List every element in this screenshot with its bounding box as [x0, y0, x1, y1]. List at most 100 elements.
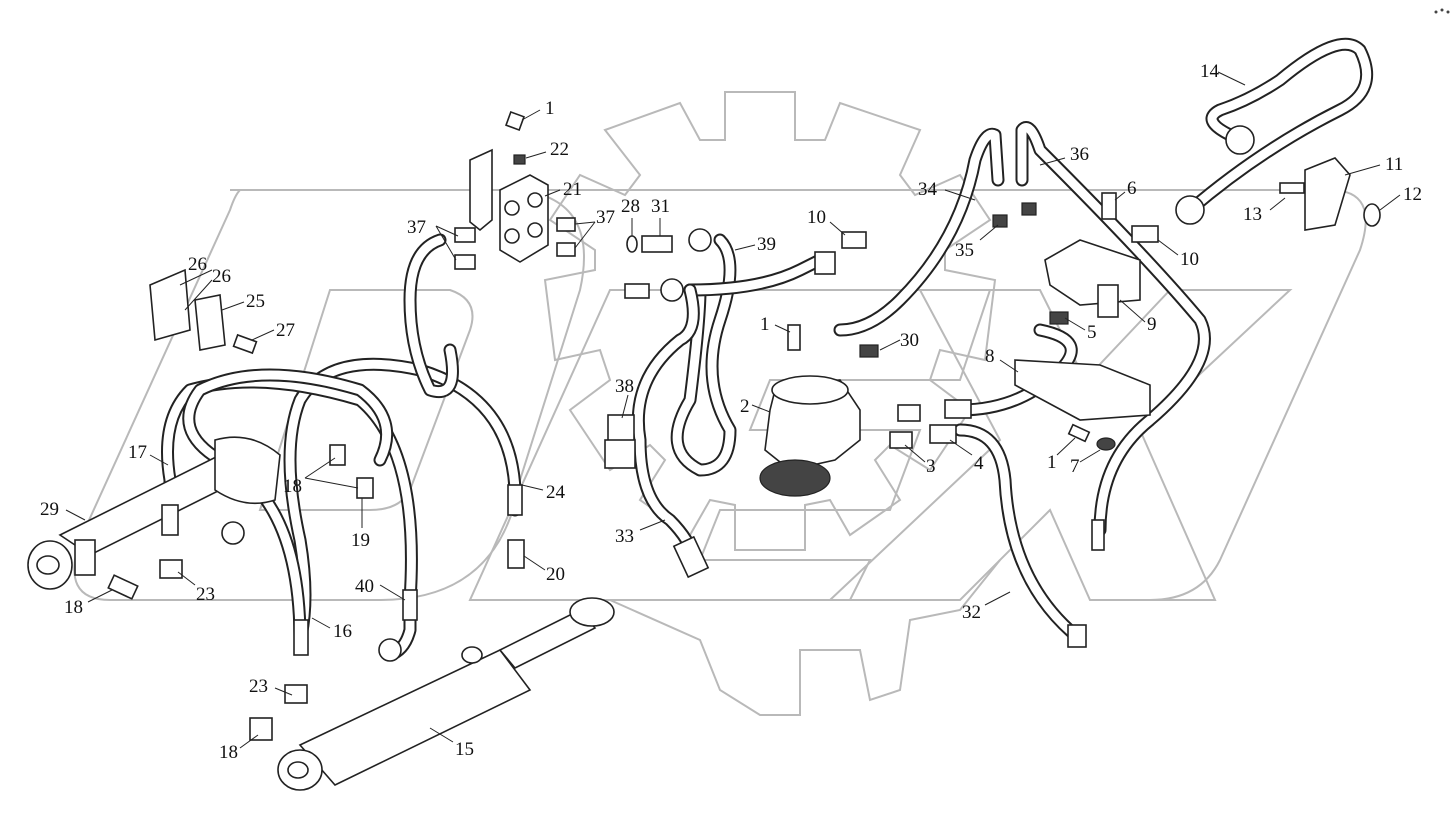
callout-label: 22 — [550, 139, 569, 160]
bolt-27 — [232, 333, 258, 355]
bracket-9 — [1044, 239, 1141, 306]
callout-label: 10 — [1180, 249, 1199, 270]
leader — [239, 734, 259, 749]
leader — [435, 225, 459, 261]
callout-label: 37 — [596, 207, 615, 228]
fitting-center — [624, 283, 650, 299]
leader — [979, 224, 999, 241]
nut-40 — [378, 638, 402, 662]
valve-port — [527, 192, 543, 208]
leader — [251, 329, 275, 341]
watermark-gear-lower — [609, 559, 1001, 716]
bolt-13 — [1279, 182, 1305, 194]
leader — [1157, 239, 1179, 256]
leader — [1379, 194, 1401, 211]
fitting-35 — [992, 214, 1008, 228]
hose-33-inner — [633, 285, 700, 565]
leader — [311, 617, 331, 629]
callout-label: 24 — [546, 482, 566, 503]
elbow-18-upper — [107, 574, 139, 600]
cylinder-15-eye-top — [569, 597, 615, 627]
leader — [999, 359, 1019, 373]
leader — [179, 269, 213, 311]
hose-24-inner — [285, 359, 520, 645]
leader — [984, 591, 1011, 606]
oring-12 — [1363, 203, 1381, 227]
fitting-30 — [859, 344, 879, 358]
callout-label: 40 — [355, 576, 374, 597]
fitting-5 — [1049, 311, 1069, 325]
fitting-20 — [507, 539, 525, 569]
flange-11 — [1304, 157, 1351, 231]
fitting-38b — [604, 439, 636, 469]
cylinder-15-eye-hole — [287, 761, 309, 779]
callout-label: 20 — [546, 564, 565, 585]
callout-label: 8 — [985, 346, 995, 367]
fitting-4 — [929, 424, 957, 444]
callout-label: 23 — [249, 676, 268, 697]
corner-mark — [1434, 8, 1450, 14]
callout-label: 38 — [615, 376, 634, 397]
leader — [1344, 164, 1381, 176]
leader — [523, 555, 546, 571]
nut-right — [1175, 195, 1205, 225]
callout-label: 9 — [1147, 314, 1157, 335]
leader — [521, 109, 541, 121]
leader — [65, 509, 86, 521]
callout-label: 10 — [807, 207, 826, 228]
fitting-3 — [889, 431, 913, 449]
leader — [1056, 437, 1076, 456]
callout-label: 26 — [188, 254, 207, 275]
leader — [621, 394, 629, 419]
bolt-1-mid — [787, 324, 801, 351]
valve-port — [504, 200, 520, 216]
callout-labels: 1 22 21 28 31 37 37 39 10 34 36 35 6 14 … — [40, 61, 1422, 763]
callout-label: 1 — [545, 98, 555, 119]
hose-14-inner — [1185, 39, 1372, 215]
plug-22 — [513, 154, 526, 165]
callout-label: 14 — [1200, 61, 1220, 82]
bolt-1-top — [505, 111, 525, 131]
valve-block-21 — [499, 174, 549, 263]
cylinder-29-eye-hole — [36, 555, 60, 575]
fitting-10-right — [1131, 225, 1159, 243]
bolt-1-right — [1067, 423, 1091, 443]
leader — [87, 589, 113, 603]
hose-32-inner — [955, 425, 1080, 640]
callout-label: 37 — [407, 217, 426, 238]
callout-label: 29 — [40, 499, 59, 520]
block-bracket — [469, 148, 493, 232]
fitting-37 — [454, 254, 476, 270]
hose-37-left-inner — [405, 235, 457, 396]
bracket-8 — [1014, 359, 1151, 421]
hose-40-inner — [163, 377, 416, 605]
fitting-37 — [454, 227, 476, 243]
callout-label: 12 — [1403, 184, 1422, 205]
hose-top-center-inner — [685, 255, 825, 295]
fitting-35b — [1021, 202, 1037, 216]
seal-28 — [626, 235, 638, 253]
bolt-6 — [1101, 192, 1117, 220]
leader — [1269, 197, 1286, 211]
leader — [1114, 191, 1126, 201]
hose-end-24 — [507, 484, 523, 516]
callout-label: 7 — [1070, 456, 1080, 477]
callout-label: 26 — [212, 266, 231, 287]
callout-label: 16 — [333, 621, 352, 642]
leader — [1119, 299, 1146, 323]
leader-lines — [65, 71, 1401, 749]
leader — [751, 404, 771, 413]
leader — [379, 584, 406, 601]
callout-label: 34 — [918, 179, 938, 200]
leader — [221, 301, 245, 311]
leader — [177, 571, 196, 586]
valve-port — [504, 228, 520, 244]
cylinder-15-rod — [498, 609, 597, 669]
elbow-18-lower — [249, 717, 273, 741]
callout-label: 30 — [900, 330, 919, 351]
nut-39-top — [688, 228, 712, 252]
nut-center — [814, 251, 836, 275]
nut-center-2 — [660, 278, 684, 302]
leader — [429, 727, 454, 743]
